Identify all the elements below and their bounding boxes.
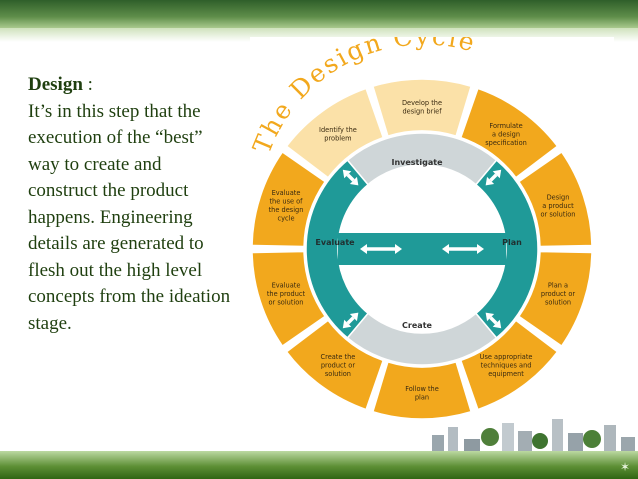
outer-step-line-8-1: the use of	[269, 198, 303, 206]
cycle-arrows	[342, 169, 502, 329]
outer-step-line-5-0: Follow the	[405, 385, 439, 393]
slide-body: It’s in this step that the execution of …	[28, 100, 231, 334]
arrow-se-head-b	[485, 312, 495, 322]
outer-segment-4	[459, 319, 559, 411]
outer-step-line-1-0: Formulate	[489, 122, 522, 130]
outer-step-line-4-1: techniques and	[481, 362, 532, 370]
arrow-se-shaft	[489, 316, 498, 325]
outer-step-line-7-1: the product	[267, 290, 306, 298]
outer-step-line-4-0: Use appropriate	[480, 353, 533, 361]
outer-step-line-3-2: solution	[545, 299, 571, 307]
phase-investigate-label: Investigate	[391, 158, 443, 167]
arrow-nw-head-b	[349, 176, 359, 186]
outer-segment-0	[371, 78, 473, 137]
phase-plan-label: Plan	[502, 238, 522, 247]
outer-step-line-2-2: or solution	[541, 210, 576, 218]
slide-text: Design : It’s in this step that the exec…	[28, 72, 233, 337]
outer-step-line-9-0: Identify the	[319, 126, 357, 134]
star-icon: ✶	[619, 460, 630, 474]
arrow-core-right-head-b	[442, 244, 449, 254]
arrow-sw-head-a	[342, 319, 352, 329]
arrow-sw-shaft	[346, 316, 355, 325]
outer-step-line-6-0: Create the	[321, 353, 356, 361]
arrow-sw-head-b	[349, 312, 359, 322]
outer-segment-3	[517, 250, 593, 348]
arrow-ne-head-a	[492, 169, 502, 179]
arrow-core-left-head-b	[360, 244, 367, 254]
outer-segment-9	[285, 87, 385, 179]
outer-step-line-3-1: product or	[541, 290, 575, 298]
outer-segment-6	[285, 319, 385, 411]
outer-step-line-4-2: equipment	[488, 370, 524, 378]
outer-ring	[251, 78, 593, 420]
arrow-nw-head-a	[342, 169, 352, 179]
outer-step-line-8-2: the design	[269, 206, 304, 214]
outer-segment-5	[371, 361, 473, 420]
outer-step-line-9-1: problem	[324, 135, 351, 143]
bottom-banner	[0, 451, 638, 479]
outer-step-line-8-3: cycle	[277, 215, 294, 223]
outer-step-line-2-1: a product	[542, 202, 574, 210]
outer-step-line-3-0: Plan a	[548, 282, 568, 290]
arrow-core-left-head-a	[395, 244, 402, 254]
slide-heading: Design	[28, 74, 83, 95]
outer-step-line-7-0: Evaluate	[272, 282, 301, 290]
outer-segment-8	[251, 150, 327, 248]
outer-step-line-5-1: plan	[415, 393, 429, 401]
phase-evaluate-label: Evaluate	[315, 238, 355, 247]
arrow-ne-shaft	[489, 173, 498, 182]
outer-step-line-8-0: Evaluate	[272, 189, 301, 197]
outer-step-line-6-2: solution	[325, 370, 351, 378]
outer-segment-2	[517, 150, 593, 248]
middle-ring	[305, 132, 539, 366]
outer-step-line-0-1: design brief	[402, 107, 442, 115]
phase-create-label: Create	[402, 321, 432, 330]
outer-step-line-1-1: a design	[492, 130, 520, 138]
arrow-nw-shaft	[346, 173, 355, 182]
outer-step-line-2-0: Design	[547, 193, 570, 201]
outer-segment-1	[459, 87, 559, 179]
outer-step-line-0-0: Develop the	[402, 99, 442, 107]
arrow-se-head-a	[492, 319, 502, 329]
outer-segment-7	[251, 250, 327, 348]
top-banner	[0, 0, 638, 28]
core-gap-top	[355, 164, 489, 215]
inner-core	[338, 164, 506, 334]
outer-step-line-7-2: or solution	[269, 299, 304, 307]
arrow-core-right-head-a	[477, 244, 484, 254]
core-gap-bottom	[355, 283, 489, 334]
skyline-decoration	[428, 417, 638, 457]
outer-step-line-1-2: specification	[485, 139, 527, 147]
outer-step-line-6-1: product or	[321, 362, 355, 370]
skyline-icon	[432, 419, 635, 457]
heading-colon: :	[82, 74, 93, 95]
arrow-ne-head-b	[485, 176, 495, 186]
